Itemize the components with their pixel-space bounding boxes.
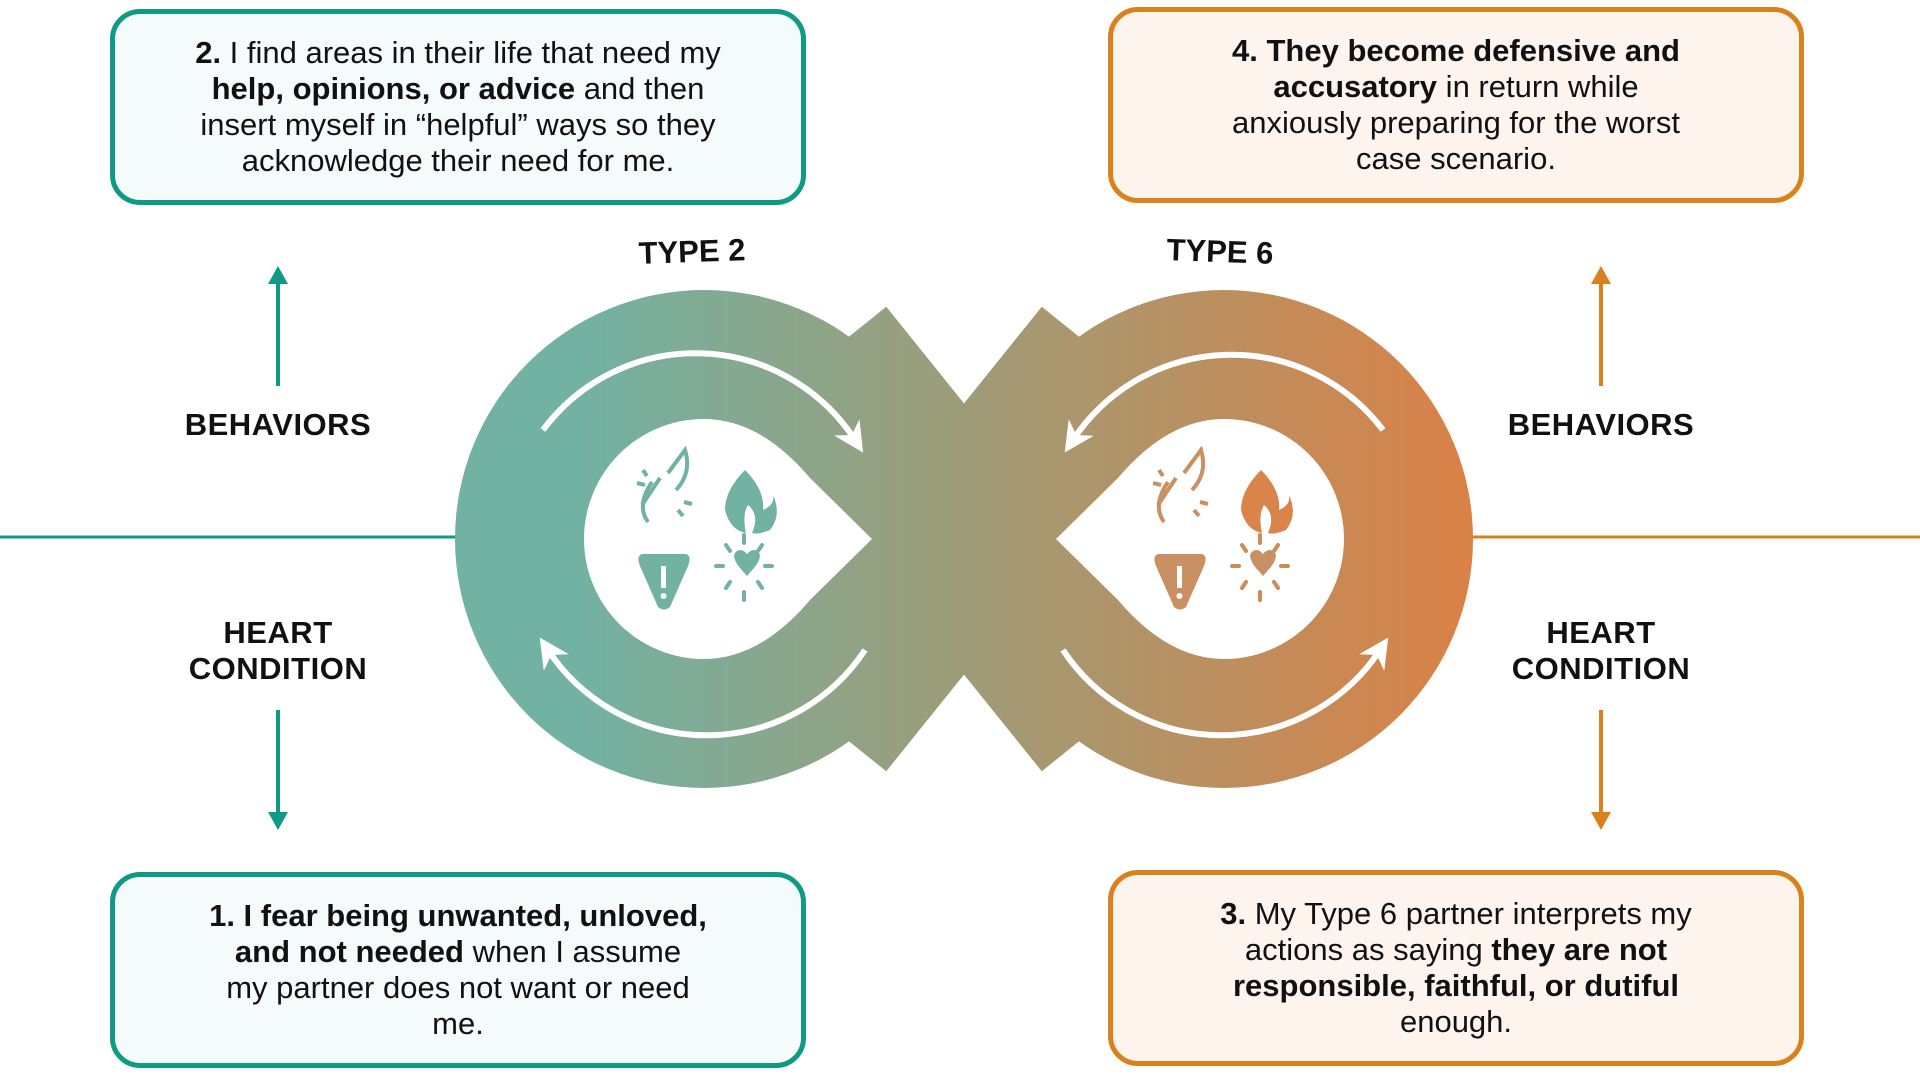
text: in return while xyxy=(1437,69,1639,104)
box-text-line: my partner does not want or need xyxy=(226,970,690,1006)
condition-word: CONDITION xyxy=(1511,651,1691,686)
text: and then xyxy=(575,71,705,106)
text: case scenario. xyxy=(1356,141,1556,176)
text: enough. xyxy=(1399,1004,1513,1039)
heart-word: HEART xyxy=(1546,615,1656,650)
box-text-line: 1. I fear being unwanted, unloved, xyxy=(209,898,707,934)
behaviors-label-right: BEHAVIORS xyxy=(1507,407,1695,442)
text: anxiously preparing for the worst xyxy=(1231,105,1680,140)
cycle-arrows xyxy=(539,350,1389,739)
text: My Type 6 partner interprets my xyxy=(1246,896,1692,931)
text: acknowledge their need for me. xyxy=(241,143,675,178)
broken-link-icon xyxy=(636,445,693,524)
box-text-line: me. xyxy=(432,1006,484,1042)
text: insert myself in “helpful” ways so they xyxy=(200,107,716,142)
heart-word: HEART xyxy=(223,615,333,650)
box-text-line: enough. xyxy=(1400,1004,1512,1040)
box-text-line: and not needed when I assume xyxy=(235,934,681,970)
type6-label: TYPE 6 xyxy=(1166,232,1275,271)
text: I find areas in their life that need my xyxy=(221,35,721,70)
box-text-line: anxiously preparing for the worst xyxy=(1232,105,1680,141)
bold-text: 3. xyxy=(1220,896,1247,931)
bold-text: 4. They become defensive and xyxy=(1232,33,1680,68)
bold-text: 2. xyxy=(195,35,222,70)
bold-text: help, opinions, or advice xyxy=(211,71,576,106)
box-text-line: case scenario. xyxy=(1356,141,1556,177)
bold-text: and not needed xyxy=(234,934,464,969)
box-text-line: insert myself in “helpful” ways so they xyxy=(200,107,715,143)
bold-text: 1. I fear being unwanted, unloved, xyxy=(209,898,707,933)
bold-text: they are not xyxy=(1491,932,1668,967)
condition-word: CONDITION xyxy=(188,651,368,686)
arrows xyxy=(268,266,1611,830)
box-text-line: accusatory in return while xyxy=(1273,69,1638,105)
box-text-line: acknowledge their need for me. xyxy=(242,143,675,179)
box-text-line: 4. They become defensive and xyxy=(1232,33,1680,69)
heart-burst-icon xyxy=(1230,533,1290,602)
behaviors-label-left: BEHAVIORS xyxy=(184,407,372,442)
box-text-line: responsible, faithful, or dutiful xyxy=(1233,968,1679,1004)
heart-burst-icon xyxy=(714,533,774,602)
text: when I assume xyxy=(463,934,682,969)
icons-type2 xyxy=(636,445,777,610)
box-text-line: 2. I find areas in their life that need … xyxy=(195,35,721,71)
icons-type6 xyxy=(1152,445,1293,610)
text: my partner does not want or need xyxy=(226,970,690,1005)
box-type2-behavior: 2. I find areas in their life that need … xyxy=(110,9,806,205)
type2-label: TYPE 2 xyxy=(637,232,746,271)
flame-icon xyxy=(725,470,777,534)
broken-link-icon xyxy=(1152,445,1209,524)
text: actions as saying xyxy=(1244,932,1492,967)
box-text-line: actions as saying they are not xyxy=(1245,932,1667,968)
bold-text: accusatory xyxy=(1273,69,1438,104)
infinity-loop xyxy=(455,290,1473,788)
text: me. xyxy=(432,1006,484,1041)
box-text-line: help, opinions, or advice and then xyxy=(212,71,705,107)
box-type2-heart-condition: 1. I fear being unwanted, unloved,and no… xyxy=(110,872,806,1068)
box-text-line: 3. My Type 6 partner interprets my xyxy=(1220,896,1692,932)
flame-icon xyxy=(1241,470,1293,534)
bold-text: responsible, faithful, or dutiful xyxy=(1232,968,1680,1003)
